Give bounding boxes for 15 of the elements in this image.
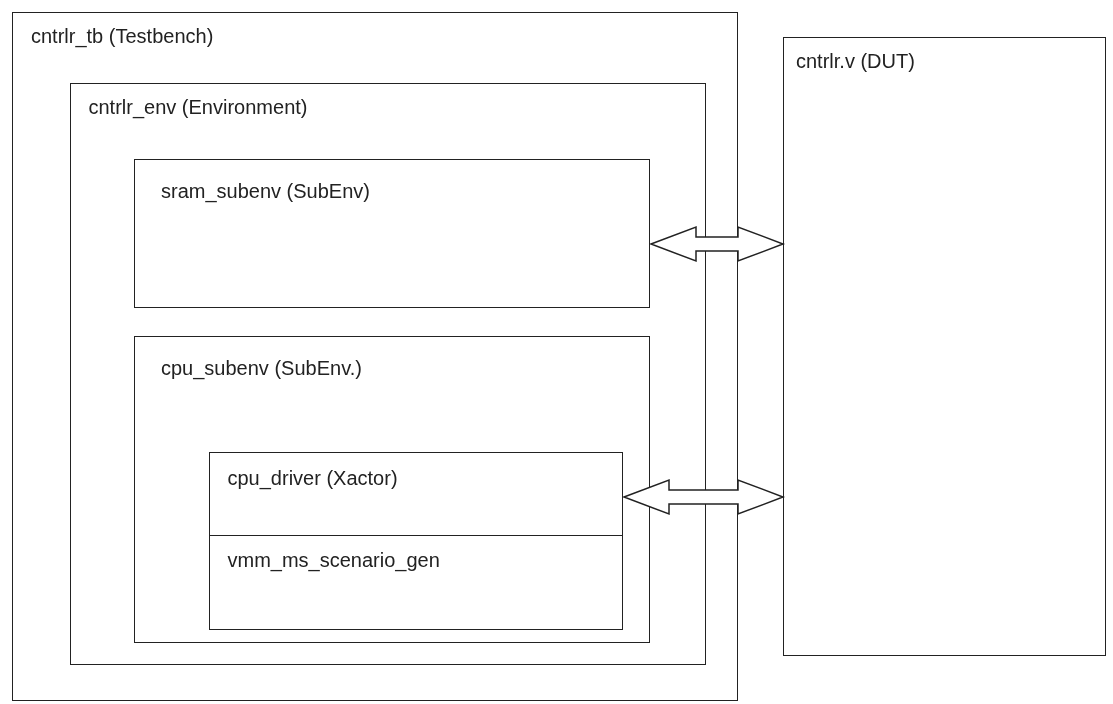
block-label: cntrlr_env (Environment) xyxy=(88,95,308,119)
block-label: cntrlr.v (DUT) xyxy=(796,50,915,73)
block-label: vmm_ms_scenario_gen xyxy=(227,548,440,572)
block-box xyxy=(69,82,706,665)
double-arrow xyxy=(648,225,786,263)
double-arrow xyxy=(621,478,786,516)
block-box xyxy=(783,37,1106,656)
block-label: cntrlr_tb (Testbench) xyxy=(31,25,214,48)
block-box xyxy=(208,451,623,630)
block-box xyxy=(12,12,738,701)
block-label: cpu_driver (Xactor) xyxy=(227,466,398,490)
block-box xyxy=(134,159,650,308)
block-box xyxy=(134,336,650,643)
block-label: cpu_subenv (SubEnv.) xyxy=(161,357,362,380)
block-label: sram_subenv (SubEnv) xyxy=(161,180,370,203)
